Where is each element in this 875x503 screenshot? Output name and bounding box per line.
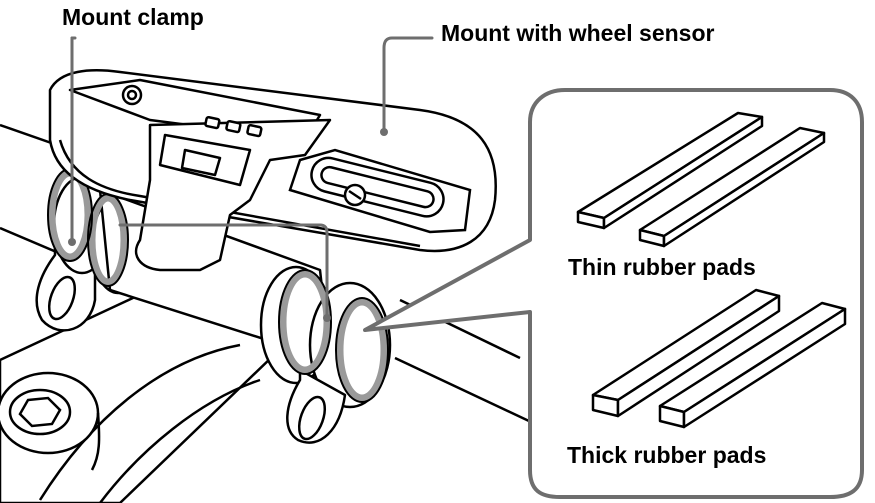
adjust-slot	[288, 148, 472, 234]
clip-latch	[68, 78, 332, 272]
clamp-ring-outlines	[47, 168, 389, 403]
leader-mount-clamp-right	[118, 223, 329, 320]
thin-pad-1	[576, 111, 764, 230]
thick-pad-2	[658, 301, 847, 429]
thin-rubber-pads	[576, 111, 826, 248]
label-thick-rubber-pads: Thick rubber pads	[567, 442, 767, 468]
leader-dot-clamp-right	[323, 314, 331, 322]
stem-bolt	[0, 371, 101, 471]
thin-pad-2	[638, 126, 826, 248]
leader-lines	[70, 36, 434, 320]
label-mount-with-wheel-sensor: Mount with wheel sensor	[441, 20, 715, 46]
label-thin-rubber-pads: Thin rubber pads	[568, 254, 756, 280]
thick-pad-1	[591, 288, 781, 418]
leader-dot-clamp-left	[68, 238, 76, 246]
leader-dot-sensor	[380, 128, 388, 136]
leader-mount-sensor	[382, 36, 434, 134]
thick-rubber-pads	[591, 288, 847, 429]
label-mount-clamp: Mount clamp	[62, 4, 204, 30]
